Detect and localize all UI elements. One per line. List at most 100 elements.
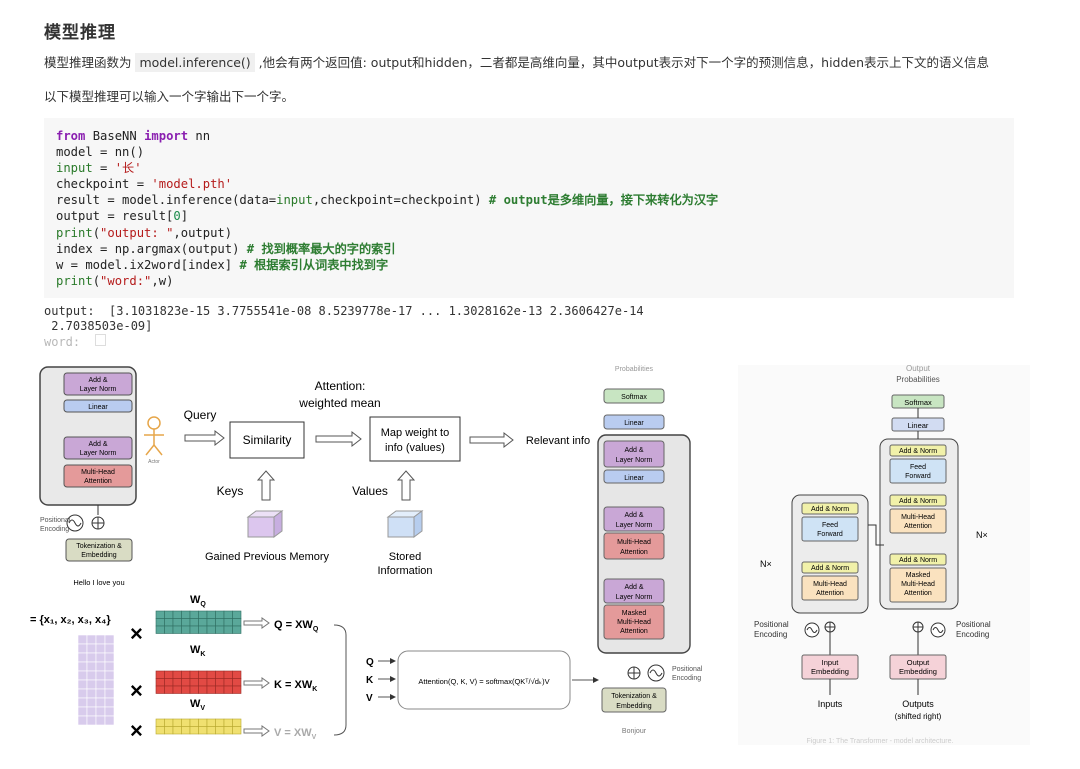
map-weight-box bbox=[369, 416, 461, 462]
times-icon: × bbox=[130, 718, 143, 743]
add-norm-box bbox=[801, 502, 859, 515]
matrix-cell bbox=[189, 618, 199, 627]
tokenization-box bbox=[601, 687, 667, 713]
feed-forward-box bbox=[801, 516, 859, 542]
label: Add & bbox=[88, 377, 107, 384]
label: Multi-Head bbox=[617, 619, 651, 626]
label: Actor bbox=[148, 459, 160, 465]
label: Attention bbox=[620, 549, 648, 556]
code-cell[interactable]: from BaseNN import nn model = nn() input… bbox=[44, 118, 1014, 298]
inline-code: model.inference() bbox=[135, 53, 255, 72]
label: Add & Norm bbox=[811, 565, 849, 572]
attention-figure: Add & Layer Norm Linear Add & Layer Norm… bbox=[0, 364, 1030, 745]
matrix-cell bbox=[223, 618, 233, 627]
label: Output bbox=[907, 658, 930, 667]
add-norm-box bbox=[801, 561, 859, 574]
label: Input bbox=[822, 658, 840, 667]
matrix-cell bbox=[95, 670, 106, 681]
matrix-cell bbox=[155, 610, 165, 619]
matrix-cell bbox=[232, 610, 242, 619]
middle-decoder-diagram: Probabilities Softmax Linear Add & Layer… bbox=[597, 366, 703, 735]
matrix-cell bbox=[95, 643, 106, 654]
label: Tokenization & bbox=[611, 693, 657, 700]
flow-title: Attention: bbox=[315, 379, 366, 393]
code-comment: # 找到概率最大的字的索引 bbox=[246, 241, 396, 256]
matrix-cell bbox=[215, 625, 225, 634]
input-text: Hello I love you bbox=[73, 578, 124, 587]
matrix-cell bbox=[198, 610, 208, 619]
label: Softmax bbox=[621, 394, 647, 401]
matrix-cell bbox=[104, 679, 115, 690]
matrix-cell bbox=[223, 625, 233, 634]
v-equation: V = XWV bbox=[274, 727, 317, 741]
code-token: "word:" bbox=[100, 273, 152, 288]
label: Embedding bbox=[81, 552, 117, 559]
code-comment: # 根据索引从词表中找到字 bbox=[239, 257, 389, 272]
matrix-cell bbox=[95, 688, 106, 699]
arrow-right-icon bbox=[184, 429, 225, 447]
arrow-right-icon bbox=[243, 677, 270, 689]
label: Attention bbox=[904, 523, 932, 530]
q-equation: Q = XWQ bbox=[274, 619, 319, 633]
matrix-cell bbox=[223, 678, 233, 687]
code-token: "output: " bbox=[100, 225, 174, 240]
matrix-cell bbox=[95, 661, 106, 672]
label: Encoding bbox=[672, 675, 701, 682]
label: Output bbox=[906, 364, 931, 373]
label: Attention bbox=[904, 590, 932, 597]
code-token: BaseNN bbox=[85, 129, 145, 143]
matrix-cell bbox=[232, 726, 242, 735]
nx-label: N× bbox=[760, 559, 772, 569]
section-title: 模型推理 bbox=[44, 23, 116, 43]
label: Encoding bbox=[754, 630, 787, 639]
label: Layer Norm bbox=[80, 386, 117, 393]
code-token: 'model.pth' bbox=[151, 177, 233, 192]
output-line: output: [3.1031823e-15 3.7755541e-08 8.5… bbox=[44, 304, 644, 318]
paragraph-text: ,他会有两个返回值: output和hidden，二者都是高维向量，其中outp… bbox=[254, 55, 990, 70]
label: Information bbox=[377, 565, 432, 577]
matrix-cell bbox=[86, 661, 97, 672]
matrix-cell bbox=[77, 652, 88, 663]
left-decoder-diagram: Add & Layer Norm Linear Add & Layer Norm… bbox=[0, 365, 137, 595]
matrix-cell bbox=[164, 618, 174, 627]
label: Layer Norm bbox=[616, 594, 653, 601]
matrix-cell bbox=[206, 610, 216, 619]
wk-label: WK bbox=[190, 644, 205, 658]
label: Encoding bbox=[40, 526, 69, 533]
multi-head-box bbox=[889, 508, 947, 534]
code-editor[interactable]: from BaseNN import nn model = nn() input… bbox=[44, 118, 1014, 299]
label: Encoding bbox=[956, 630, 989, 639]
multi-head-box bbox=[63, 464, 133, 488]
matrix-cell bbox=[189, 610, 199, 619]
label: info (values) bbox=[385, 442, 445, 454]
matrix-cell bbox=[215, 678, 225, 687]
linear-box bbox=[603, 414, 665, 430]
linear-box bbox=[63, 399, 133, 413]
label: Similarity bbox=[243, 433, 292, 447]
times-icon: × bbox=[130, 678, 143, 703]
add-norm-box bbox=[889, 444, 947, 457]
add-norm-box bbox=[63, 436, 133, 460]
tokenization-box bbox=[65, 538, 133, 562]
code-token: from bbox=[56, 129, 86, 143]
matrix-cell bbox=[206, 678, 216, 687]
matrix-cell bbox=[155, 625, 165, 634]
matrix-cell bbox=[172, 678, 182, 687]
x-matrix bbox=[77, 634, 115, 726]
paragraph-text: 模型推理函数为 bbox=[44, 55, 136, 70]
matrix-cell bbox=[104, 715, 115, 726]
label: Q bbox=[366, 657, 374, 668]
matrix-cell bbox=[232, 685, 242, 694]
matrix-cell bbox=[104, 661, 115, 672]
nx-label: N× bbox=[976, 530, 988, 540]
code-token: print bbox=[56, 273, 93, 288]
arrow-up-icon bbox=[256, 470, 276, 501]
code-token: output = result[ bbox=[56, 209, 174, 224]
label: Multi-Head bbox=[901, 514, 935, 521]
matrix-cell bbox=[172, 718, 182, 727]
code-token: 0 bbox=[173, 209, 181, 224]
glyph-box-icon bbox=[94, 334, 106, 346]
code-comment: # output是多维向量，接下来转化为汉字 bbox=[488, 193, 719, 208]
matrix-cell bbox=[215, 718, 225, 727]
matrix-cell bbox=[86, 697, 97, 708]
